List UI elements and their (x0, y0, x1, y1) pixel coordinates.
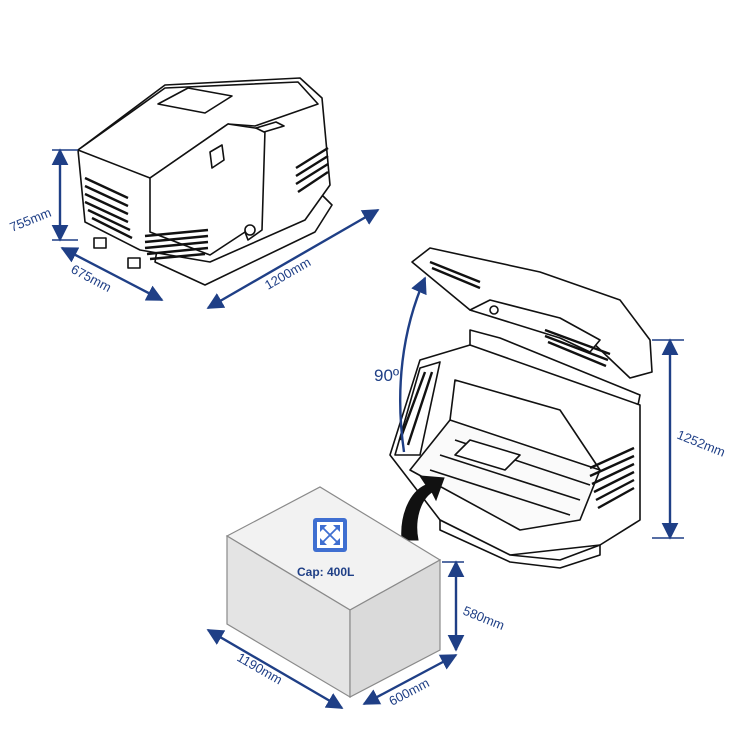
closed-box-height-dimension: 755mm (8, 148, 78, 242)
cargo-length-label: 1190mm (235, 650, 285, 688)
open-cargo-box (389, 247, 653, 569)
opening-angle-label: 90º (374, 366, 399, 385)
open-box-height-label: 1252mm (675, 427, 728, 460)
open-box-height-dimension: 1252mm (652, 338, 728, 540)
cargo-height-label: 580mm (461, 603, 507, 633)
expand-arrows-icon (313, 518, 347, 552)
closed-box-depth-dimension: 675mm (60, 246, 164, 302)
cargo-height-dimension: 580mm (442, 560, 507, 652)
open-box-right-grille (589, 446, 635, 510)
interior-floor-ribs (429, 439, 591, 516)
closed-box-depth-label: 675mm (69, 261, 114, 295)
closed-box-side-grille (84, 176, 133, 240)
opening-angle-dimension: 90º (374, 276, 427, 453)
open-box-left-wall (394, 361, 441, 456)
closed-box-rear-grille (295, 146, 329, 193)
capacity-label: Cap: 400L (297, 565, 354, 579)
loading-arrow-icon (401, 475, 445, 541)
open-lid-vents (429, 260, 611, 368)
closed-box-height-label: 755mm (8, 205, 54, 235)
closed-cargo-box (77, 77, 333, 286)
